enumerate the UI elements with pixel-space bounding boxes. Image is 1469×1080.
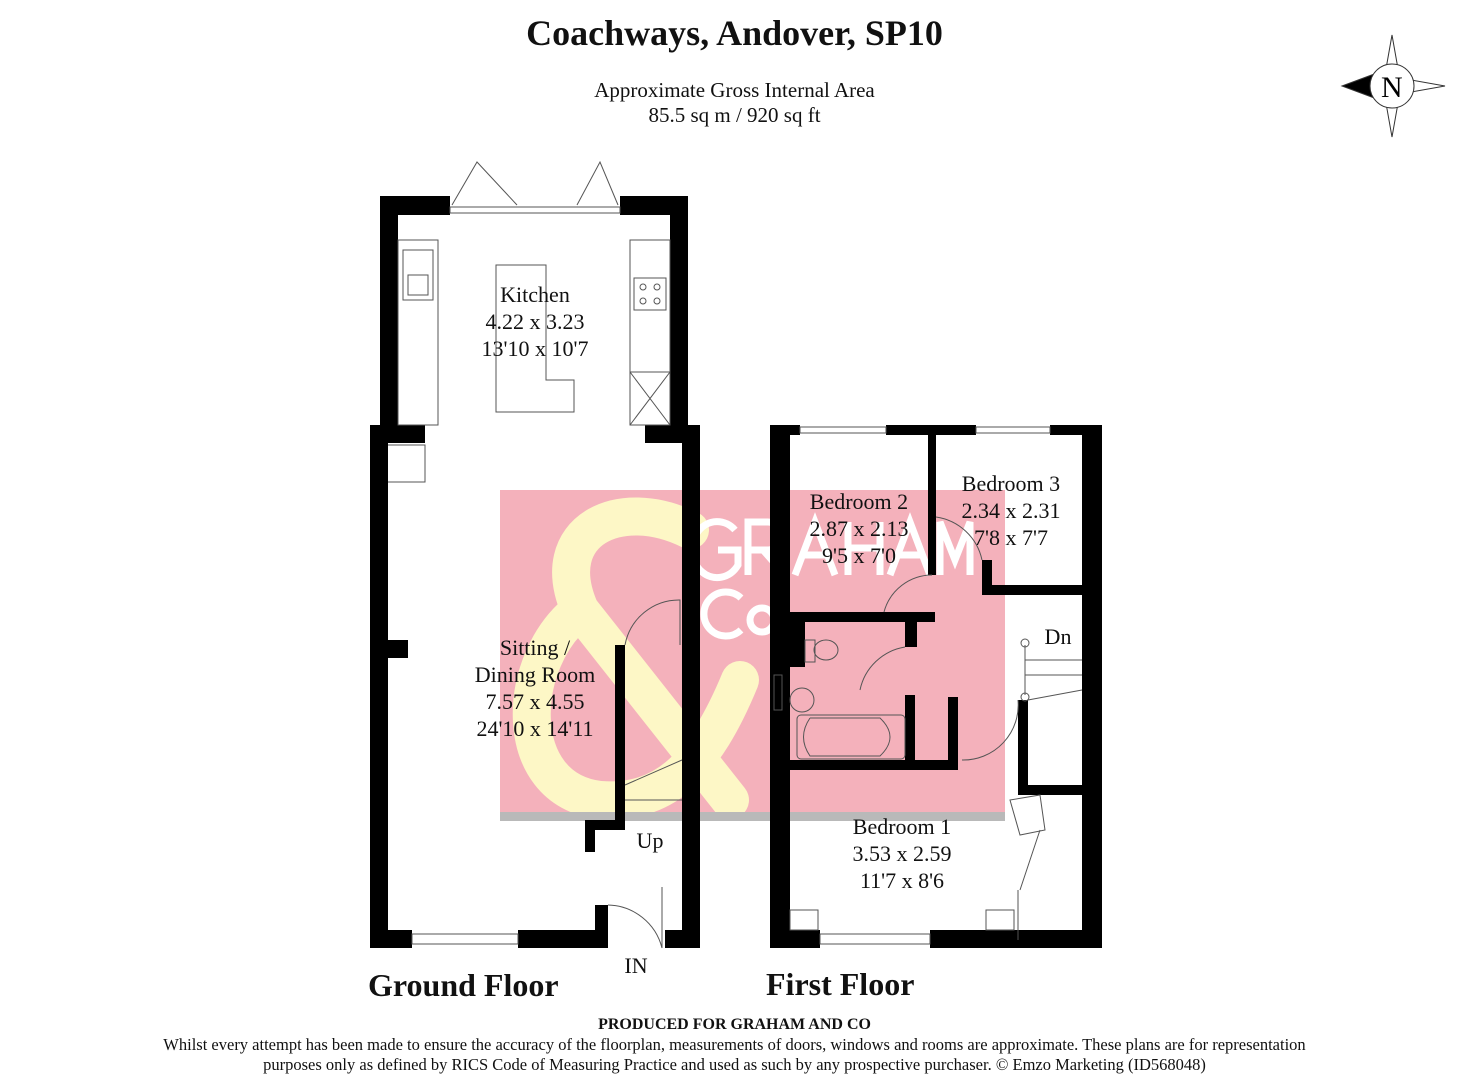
- room-name-2: Dining Room: [474, 662, 596, 687]
- disclaimer-line-1: Whilst every attempt has been made to en…: [163, 1035, 1306, 1054]
- area-label: Approximate Gross Internal Area: [594, 78, 875, 102]
- room-name: Kitchen: [500, 282, 570, 307]
- room-imperial: 24'10 x 14'11: [476, 716, 594, 741]
- area-summary: Approximate Gross Internal Area 85.5 sq …: [0, 78, 1469, 128]
- room-bedroom-2: Bedroom 2 2.87 x 2.13 9'5 x 7'0: [810, 488, 909, 569]
- room-metric: 3.53 x 2.59: [852, 841, 952, 866]
- compass-north-label: N: [1381, 71, 1403, 104]
- ground-floor-fixtures: [388, 160, 683, 949]
- entrance-label: IN: [624, 953, 648, 978]
- room-bedroom-3: Bedroom 3 2.34 x 2.31 7'8 x 7'7: [962, 470, 1061, 551]
- produced-for: PRODUCED FOR GRAHAM AND CO: [598, 1016, 871, 1033]
- stairs-up-label: Up: [636, 828, 664, 853]
- page-title: Coachways, Andover, SP10: [526, 13, 943, 53]
- room-imperial: 9'5 x 7'0: [822, 543, 896, 568]
- ground-floor-walls: [370, 196, 700, 948]
- room-metric: 2.34 x 2.31: [961, 498, 1061, 523]
- room-metric: 7.57 x 4.55: [485, 689, 585, 714]
- area-value: 85.5 sq m / 920 sq ft: [648, 103, 821, 127]
- room-name: Bedroom 1: [852, 814, 952, 839]
- room-imperial: 13'10 x 10'7: [481, 336, 589, 361]
- disclaimer-line-2: purposes only as defined by RICS Code of…: [263, 1055, 1206, 1074]
- room-name: Bedroom 2: [809, 489, 909, 514]
- room-name: Sitting /: [499, 635, 571, 660]
- room-bedroom-1: Bedroom 1 3.53 x 2.59 11'7 x 8'6: [853, 813, 952, 894]
- watermark-lettering-shape: [688, 512, 974, 640]
- watermark-ampersand-shape: [512, 497, 759, 812]
- first-floor-fixtures: [773, 426, 1083, 945]
- watermark-logo: [500, 490, 1005, 821]
- room-sitting-dining: Sitting / Dining Room 7.57 x 4.55 24'10 …: [475, 634, 595, 742]
- stairs-down-label: Dn: [1044, 624, 1072, 649]
- room-imperial: 7'8 x 7'7: [974, 525, 1048, 550]
- first-floor-walls: [770, 425, 1102, 948]
- room-name: Bedroom 3: [961, 471, 1061, 496]
- room-imperial: 11'7 x 8'6: [859, 868, 945, 893]
- north-compass-icon: N: [1340, 34, 1446, 138]
- disclaimer-footer: PRODUCED FOR GRAHAM AND CO Whilst every …: [0, 1015, 1469, 1075]
- room-metric: 4.22 x 3.23: [485, 309, 585, 334]
- room-kitchen: Kitchen 4.22 x 3.23 13'10 x 10'7: [482, 281, 589, 362]
- first-floor-label: First Floor: [766, 966, 915, 1002]
- ground-floor-label: Ground Floor: [368, 967, 559, 1003]
- room-metric: 2.87 x 2.13: [809, 516, 909, 541]
